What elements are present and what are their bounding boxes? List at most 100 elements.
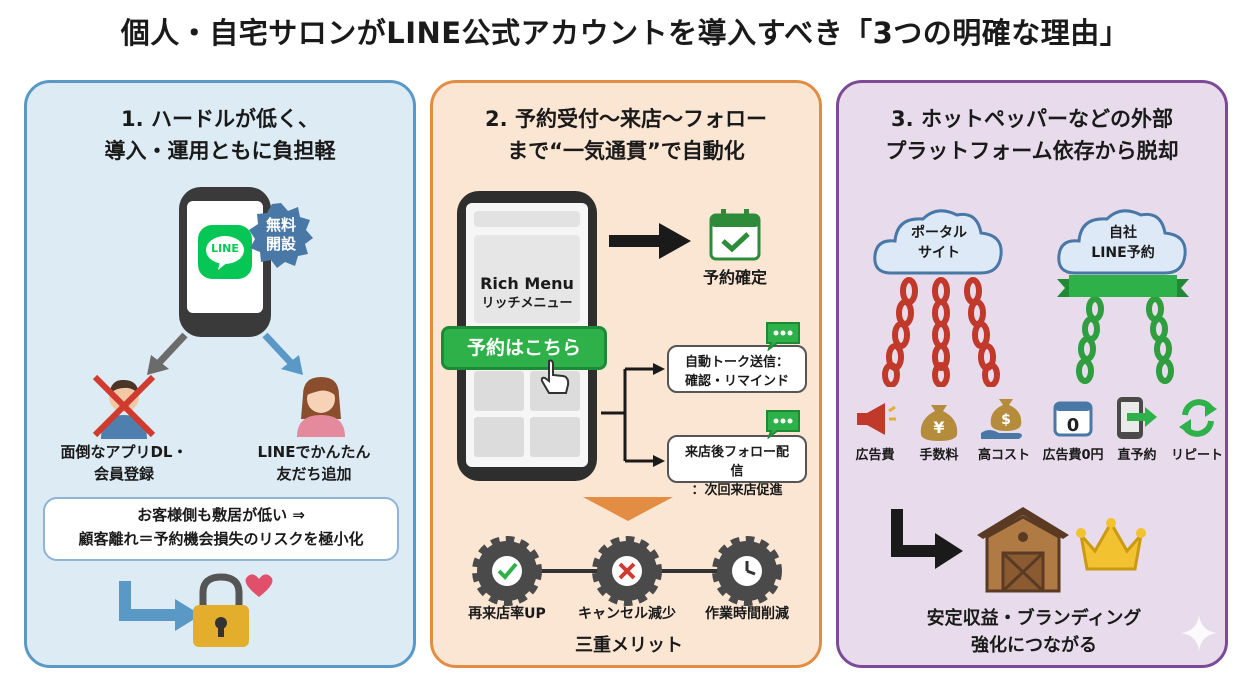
megaphone-icon bbox=[857, 403, 896, 435]
cost-label-2: 手数料 bbox=[919, 448, 959, 463]
smartphone: LINE bbox=[179, 187, 271, 337]
cloud2-line2: LINE予約 bbox=[1091, 245, 1155, 261]
result-line1: 安定収益・ブランディング bbox=[926, 608, 1142, 629]
gear-cross-icon bbox=[592, 536, 662, 606]
repeat-icon bbox=[1179, 399, 1217, 437]
gear-clock-icon bbox=[712, 536, 782, 606]
badge-line1: 無料 bbox=[265, 216, 296, 234]
menu-tile-4 bbox=[530, 417, 580, 457]
auto-talk-message: 自動トーク送信： 確認・リマインド bbox=[667, 345, 807, 393]
benefit-label-1: 再来店率UP bbox=[468, 606, 546, 622]
panel-3-title-line1: 3. ホットペッパーなどの外部 bbox=[891, 107, 1173, 131]
confirm-label: 予約確定 bbox=[702, 268, 767, 287]
own-line-cloud-icon bbox=[1057, 209, 1187, 275]
summary-note-line1: お客様側も敷居が低い ⇒ bbox=[137, 506, 305, 524]
msg2-line2: ：次回来店促進 bbox=[691, 483, 783, 498]
summary-note-line2: 顧客離れ＝予約機会損失のリスクを極小化 bbox=[78, 530, 364, 548]
zero-digit: 0 bbox=[1067, 415, 1080, 436]
red-chains-icon bbox=[882, 277, 1000, 387]
lock-heart-icon bbox=[193, 573, 273, 647]
chat-bubble-icon bbox=[766, 410, 800, 439]
branch-connector bbox=[601, 363, 665, 467]
benefit-label-1: 広告費0円 bbox=[1042, 448, 1104, 463]
portal-cloud-text: ポータル サイト bbox=[879, 223, 999, 263]
menu-tile-3 bbox=[474, 417, 524, 457]
chat-bubble-icon bbox=[766, 322, 800, 351]
benefit-label-2: 直予約 bbox=[1117, 448, 1157, 463]
summary-note: お客様側も敷居が低い ⇒ 顧客離れ＝予約機会損失のリスクを極小化 bbox=[43, 497, 399, 561]
reserve-button[interactable]: 予約はこちら bbox=[441, 326, 607, 370]
own-line-cloud-text: 自社 LINE予約 bbox=[1063, 223, 1183, 263]
panel-3-title-line2: プラットフォーム依存から脱却 bbox=[885, 139, 1179, 163]
screen-menu-area bbox=[474, 235, 580, 323]
split-arrows bbox=[147, 332, 303, 375]
reason-panel-3: 3. ホットペッパーなどの外部 プラットフォーム依存から脱却 ポータル サイト … bbox=[836, 80, 1228, 668]
benefit-label-3: 作業時間削減 bbox=[705, 606, 789, 622]
blue-arrow-icon bbox=[262, 332, 303, 375]
richmenu-screen: Rich Menu リッチメニュー bbox=[466, 203, 588, 467]
zero-counter-icon: 0 bbox=[1053, 401, 1093, 437]
rich-menu-label: Rich Menu リッチメニュー bbox=[466, 273, 588, 313]
result-line2: 強化につながる bbox=[971, 635, 1097, 656]
portal-cloud-icon bbox=[873, 209, 1003, 275]
left-label-line1: 面倒なアプリDL・ bbox=[60, 443, 188, 461]
turn-arrow-icon bbox=[119, 581, 201, 631]
left-label: 面倒なアプリDL・ 会員登録 bbox=[49, 441, 199, 485]
black-turn-arrow-icon bbox=[891, 509, 963, 569]
green-ribbon-icon bbox=[1057, 275, 1189, 297]
panel-2-title: 2. 予約受付〜来店〜フォロー まで“一気通貫”で自動化 bbox=[433, 103, 819, 167]
barn-icon bbox=[977, 507, 1069, 593]
hand-pointer-icon bbox=[540, 359, 570, 394]
panel-1-title-line2: 導入・運用ともに負担軽 bbox=[104, 139, 336, 163]
direct-booking-phone-icon bbox=[1117, 397, 1157, 439]
menu-tile-1 bbox=[474, 371, 524, 411]
rich-menu-en: Rich Menu bbox=[480, 274, 574, 293]
free-badge: 無料 開設 bbox=[247, 201, 315, 269]
money-hand-icon: $ bbox=[981, 399, 1022, 439]
line-speech-icon bbox=[206, 236, 244, 270]
line-logo-text: LINE bbox=[211, 242, 239, 255]
msg2-line1: 来店後フォロー配信 bbox=[684, 445, 789, 479]
cloud2-line1: 自社 bbox=[1109, 225, 1137, 241]
page-title: 個人・自宅サロンがLINE公式アカウントを導入すべき「3つの明確な理由」 bbox=[120, 16, 1130, 50]
right-arrow-icon bbox=[609, 223, 691, 259]
cloud1-line2: サイト bbox=[918, 245, 960, 261]
follow-up-message: 来店後フォロー配信 ：次回来店促進 bbox=[667, 435, 807, 498]
benefit-label-2: キャンセル減少 bbox=[578, 606, 676, 622]
panel-3-title: 3. ホットペッパーなどの外部 プラットフォーム依存から脱却 bbox=[839, 103, 1225, 167]
panel-2-title-line2: まで“一気通貫”で自動化 bbox=[507, 139, 745, 163]
calendar-check-icon bbox=[709, 209, 761, 261]
panel-1-title: 1. ハードルが低く、 導入・運用ともに負担軽 bbox=[27, 103, 413, 167]
msg1-line1: 自動トーク送信： bbox=[684, 355, 789, 370]
sparkle-icon bbox=[1181, 615, 1217, 651]
screen-topbar bbox=[474, 211, 580, 227]
benefit-label-3: リピート bbox=[1170, 448, 1223, 463]
left-label-line2: 会員登録 bbox=[93, 465, 154, 483]
starburst-badge-icon bbox=[249, 203, 313, 268]
msg1-line2: 確認・リマインド bbox=[684, 374, 789, 389]
right-label-line2: 友だち追加 bbox=[276, 465, 352, 483]
cost-label-3: 高コスト bbox=[977, 448, 1030, 463]
gears-row bbox=[472, 536, 782, 606]
panel-1-title-line1: 1. ハードルが低く、 bbox=[121, 107, 319, 131]
dollar-symbol: $ bbox=[1001, 412, 1011, 428]
right-label-line1: LINEでかんたん bbox=[257, 443, 371, 461]
badge-text: 無料 開設 bbox=[247, 216, 315, 254]
man-crossed-icon bbox=[92, 374, 156, 439]
reason-panel-1: 1. ハードルが低く、 導入・運用ともに負担軽 LINE 無料 開設 bbox=[24, 80, 416, 668]
crown-icon bbox=[1076, 518, 1146, 571]
result-text: 安定収益・ブランディング 強化につながる bbox=[869, 605, 1199, 659]
cost-label-1: 広告費 bbox=[855, 448, 895, 463]
broken-green-chains-icon bbox=[1076, 297, 1174, 384]
right-label: LINEでかんたん 友だち追加 bbox=[239, 441, 389, 485]
gray-arrow-icon bbox=[147, 332, 188, 375]
line-logo: LINE bbox=[198, 225, 252, 279]
reason-panel-2: 2. 予約受付〜来店〜フォロー まで“一気通貫”で自動化 Rich Menu リ… bbox=[430, 80, 822, 668]
gear-check-icon bbox=[472, 536, 542, 606]
yen-symbol: ¥ bbox=[933, 418, 944, 437]
rich-menu-ja: リッチメニュー bbox=[481, 296, 573, 311]
badge-line2: 開設 bbox=[265, 235, 296, 253]
down-triangle-icon bbox=[583, 497, 673, 521]
panel-2-title-line1: 2. 予約受付〜来店〜フォロー bbox=[485, 107, 767, 131]
cloud1-line1: ポータル bbox=[911, 225, 967, 241]
